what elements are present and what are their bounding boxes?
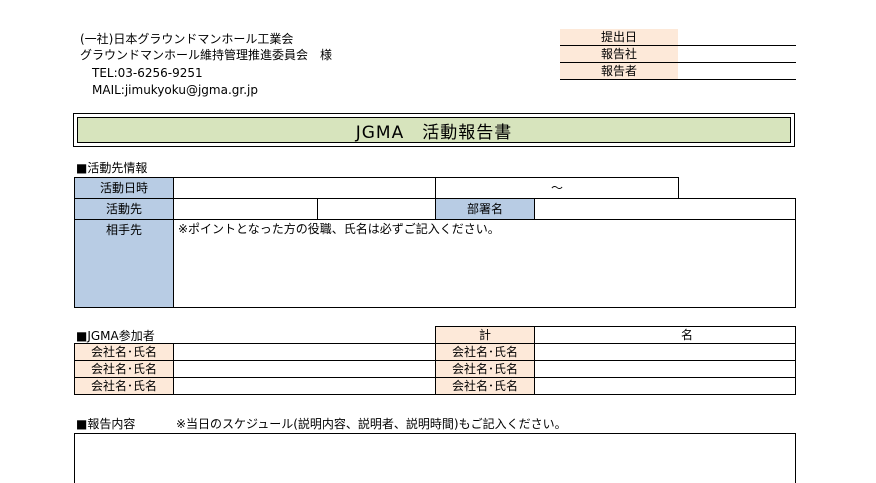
participant-field-r3[interactable] xyxy=(534,377,796,395)
title-frame: JGMA 活動報告書 xyxy=(73,113,795,147)
partner-note: ※ポイントとなった方の役職、氏名は必ずご記入ください。 xyxy=(178,222,500,236)
participant-field-l1[interactable] xyxy=(173,343,436,361)
total-label: 計 xyxy=(435,326,535,344)
datetime-label: 活動日時 xyxy=(74,177,174,199)
submission-company-field[interactable] xyxy=(560,62,796,63)
participant-label-r1: 会社名･氏名 xyxy=(435,343,535,361)
org-mail: MAIL:jimukyoku@jgma.gr.jp xyxy=(92,83,258,97)
participant-field-l3[interactable] xyxy=(173,377,436,395)
total-field[interactable]: 名 xyxy=(534,326,796,344)
committee-name: グラウンドマンホール維持管理推進委員会 様 xyxy=(80,48,333,62)
report-content-field[interactable] xyxy=(74,433,796,483)
org-tel: TEL:03-6256-9251 xyxy=(92,66,203,80)
datetime-end-field[interactable]: ～ xyxy=(435,177,679,199)
participant-label-l3: 会社名･氏名 xyxy=(74,377,174,395)
dept-label: 部署名 xyxy=(435,198,535,220)
submission-reporter-field[interactable] xyxy=(560,79,796,80)
participant-label-r2: 会社名･氏名 xyxy=(435,360,535,378)
org-name: (一社)日本グラウンドマンホール工業会 xyxy=(80,32,294,46)
datetime-tilde: ～ xyxy=(550,181,563,195)
participants-section-label: ■JGMA参加者 xyxy=(76,329,155,343)
datetime-start-field[interactable] xyxy=(173,177,436,199)
submission-company-label: 報告社 xyxy=(560,46,678,62)
place-field-2[interactable] xyxy=(317,198,436,220)
participant-label-r3: 会社名･氏名 xyxy=(435,377,535,395)
participant-label-l1: 会社名･氏名 xyxy=(74,343,174,361)
participant-label-l2: 会社名･氏名 xyxy=(74,360,174,378)
partner-field[interactable]: ※ポイントとなった方の役職、氏名は必ずご記入ください。 xyxy=(173,219,796,308)
report-note: ※当日のスケジュール(説明内容、説明者、説明時間)もご記入ください。 xyxy=(176,417,567,431)
submission-date-field[interactable] xyxy=(560,45,796,46)
submission-reporter-label: 報告者 xyxy=(560,63,678,79)
activity-section-label: ■活動先情報 xyxy=(76,161,148,175)
participant-field-r2[interactable] xyxy=(534,360,796,378)
place-label: 活動先 xyxy=(74,198,174,220)
place-field-1[interactable] xyxy=(173,198,318,220)
report-section-label: ■報告内容 xyxy=(76,417,136,431)
document-title: JGMA 活動報告書 xyxy=(77,117,791,143)
participant-field-r1[interactable] xyxy=(534,343,796,361)
participant-field-l2[interactable] xyxy=(173,360,436,378)
partner-label: 相手先 xyxy=(74,219,174,308)
dept-field[interactable] xyxy=(534,198,796,220)
total-unit: 名 xyxy=(681,328,694,342)
submission-date-label: 提出日 xyxy=(560,29,678,45)
